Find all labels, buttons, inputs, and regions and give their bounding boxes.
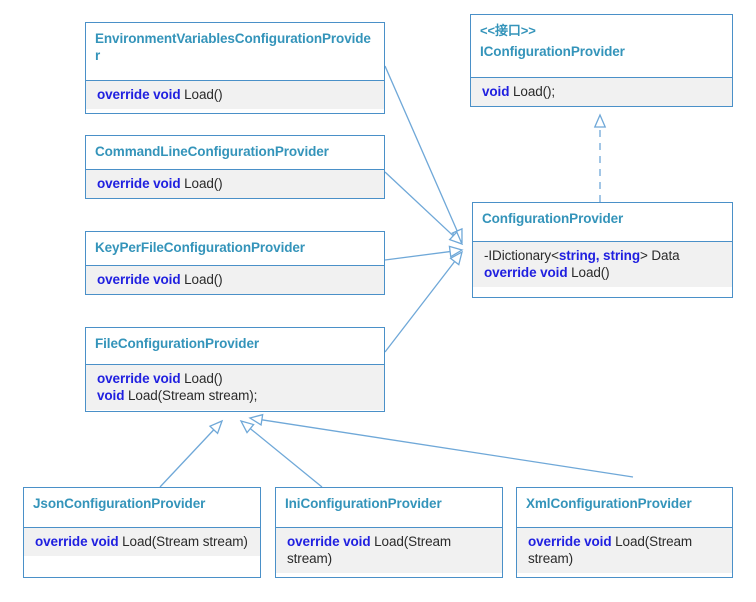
member-command-line-configuration-provider-0: override void Load() <box>97 175 375 192</box>
member-xml-configuration-provider-0: override void Load(Stream stream) <box>528 533 723 567</box>
connector-xml-to-file-configuration-provider <box>261 419 634 478</box>
class-members-key-per-file-configuration-provider: override void Load() <box>86 265 384 294</box>
class-title-iconfiguration-provider: <<接口>> IConfigurationProvider <box>471 15 732 77</box>
class-title-file-configuration-provider: FileConfigurationProvider <box>86 328 384 364</box>
arrowhead-cmdline-to-configuration-provider <box>448 230 464 246</box>
member-keyword: override void <box>35 534 119 549</box>
connector-file-to-configuration-provider <box>384 261 456 353</box>
class-title-configuration-provider: ConfigurationProvider <box>473 203 732 241</box>
arrowhead-configuration-provider-realizes-interface <box>593 113 607 128</box>
class-name-json-configuration-provider: JsonConfigurationProvider <box>33 496 206 511</box>
class-box-configuration-provider[interactable]: ConfigurationProvider -IDictionary<string… <box>472 202 733 298</box>
member-keyword: override void <box>97 87 181 102</box>
member-iconfiguration-provider-0: void Load(); <box>482 83 723 100</box>
member-signature: Load() <box>180 87 223 102</box>
member-configuration-provider-1: override void Load() <box>484 264 723 281</box>
class-box-json-configuration-provider[interactable]: JsonConfigurationProvider override void L… <box>23 487 261 578</box>
member-signature: Load(Stream stream); <box>124 388 258 403</box>
class-box-environment-variables-configuration-provider[interactable]: EnvironmentVariablesConfigurationProvide… <box>85 22 385 114</box>
class-box-xml-configuration-provider[interactable]: XmlConfigurationProvider override void Lo… <box>516 487 733 578</box>
class-box-ini-configuration-provider[interactable]: IniConfigurationProvider override void Lo… <box>275 487 503 578</box>
connector-ini-to-file-configuration-provider <box>249 428 323 488</box>
class-name-ini-configuration-provider: IniConfigurationProvider <box>285 496 442 511</box>
class-title-xml-configuration-provider: XmlConfigurationProvider <box>517 488 732 527</box>
member-environment-variables-configuration-provider-0: override void Load() <box>97 86 375 103</box>
class-members-environment-variables-configuration-provider: override void Load() <box>86 80 384 109</box>
member-keyword: override void <box>484 265 568 280</box>
arrowhead-env-to-configuration-provider <box>451 227 463 244</box>
class-title-ini-configuration-provider: IniConfigurationProvider <box>276 488 502 527</box>
member-json-configuration-provider-0: override void Load(Stream stream) <box>35 533 251 550</box>
arrowhead-ini-to-file-configuration-provider <box>239 419 255 434</box>
class-stereotype-iconfiguration-provider: <<接口>> <box>480 23 536 38</box>
class-title-environment-variables-configuration-provider: EnvironmentVariablesConfigurationProvide… <box>86 23 384 80</box>
member-file-configuration-provider-0: override void Load() <box>97 370 375 387</box>
member-signature: Load() <box>567 265 610 280</box>
member-signature: Load() <box>180 371 223 386</box>
member-signature: > Data <box>639 248 680 263</box>
class-name-command-line-configuration-provider: CommandLineConfigurationProvider <box>95 144 329 159</box>
member-keyword: void <box>97 388 125 403</box>
member-file-configuration-provider-1: void Load(Stream stream); <box>97 387 375 404</box>
member-keyword: override void <box>97 371 181 386</box>
member-type-prefix: IDictionary< <box>488 248 559 263</box>
connector-keyperfile-to-configuration-provider <box>384 250 451 261</box>
class-name-iconfiguration-provider: IConfigurationProvider <box>480 44 625 59</box>
class-members-xml-configuration-provider: override void Load(Stream stream) <box>517 527 732 573</box>
connector-json-to-file-configuration-provider <box>159 429 215 488</box>
member-configuration-provider-0: -IDictionary<string, string> Data <box>484 247 723 264</box>
class-members-iconfiguration-provider: void Load(); <box>471 77 732 106</box>
class-name-xml-configuration-provider: XmlConfigurationProvider <box>526 496 692 511</box>
member-visibility: - <box>484 248 489 263</box>
class-members-ini-configuration-provider: override void Load(Stream stream) <box>276 527 502 573</box>
member-keyword: void <box>482 84 510 99</box>
member-key-per-file-configuration-provider-0: override void Load() <box>97 271 375 288</box>
member-keyword: override void <box>97 176 181 191</box>
class-name-environment-variables-configuration-provider: EnvironmentVariablesConfigurationProvide… <box>95 31 371 63</box>
class-box-file-configuration-provider[interactable]: FileConfigurationProvider override void L… <box>85 327 385 412</box>
class-title-command-line-configuration-provider: CommandLineConfigurationProvider <box>86 136 384 169</box>
member-signature: Load(Stream stream) <box>528 534 693 566</box>
class-box-key-per-file-configuration-provider[interactable]: KeyPerFileConfigurationProvider override … <box>85 231 385 295</box>
member-signature: Load() <box>180 272 223 287</box>
class-box-iconfiguration-provider[interactable]: <<接口>> IConfigurationProvider void Load(); <box>470 14 733 107</box>
class-members-file-configuration-provider: override void Load()void Load(Stream str… <box>86 364 384 410</box>
arrowhead-xml-to-file-configuration-provider <box>248 413 264 427</box>
arrowhead-keyperfile-to-configuration-provider <box>448 245 464 258</box>
class-name-key-per-file-configuration-provider: KeyPerFileConfigurationProvider <box>95 240 305 255</box>
member-ini-configuration-provider-0: override void Load(Stream stream) <box>287 533 493 567</box>
member-keyword: override void <box>97 272 181 287</box>
arrowhead-json-to-file-configuration-provider <box>208 419 224 435</box>
member-keyword: override void <box>287 534 371 549</box>
member-signature: Load(Stream stream) <box>287 534 452 566</box>
connector-env-to-configuration-provider <box>384 65 458 232</box>
class-name-configuration-provider: ConfigurationProvider <box>482 211 624 226</box>
class-members-json-configuration-provider: override void Load(Stream stream) <box>24 527 260 556</box>
member-keyword: string, string <box>558 248 640 263</box>
member-signature: Load() <box>180 176 223 191</box>
class-title-json-configuration-provider: JsonConfigurationProvider <box>24 488 260 527</box>
class-box-command-line-configuration-provider[interactable]: CommandLineConfigurationProvider override… <box>85 135 385 199</box>
class-name-file-configuration-provider: FileConfigurationProvider <box>95 336 260 351</box>
member-signature: Load(); <box>509 84 556 99</box>
connector-cmdline-to-configuration-provider <box>384 171 454 237</box>
class-title-key-per-file-configuration-provider: KeyPerFileConfigurationProvider <box>86 232 384 265</box>
class-members-command-line-configuration-provider: override void Load() <box>86 169 384 198</box>
member-signature: Load(Stream stream) <box>118 534 248 549</box>
member-keyword: override void <box>528 534 612 549</box>
arrowhead-file-to-configuration-provider <box>449 250 463 266</box>
